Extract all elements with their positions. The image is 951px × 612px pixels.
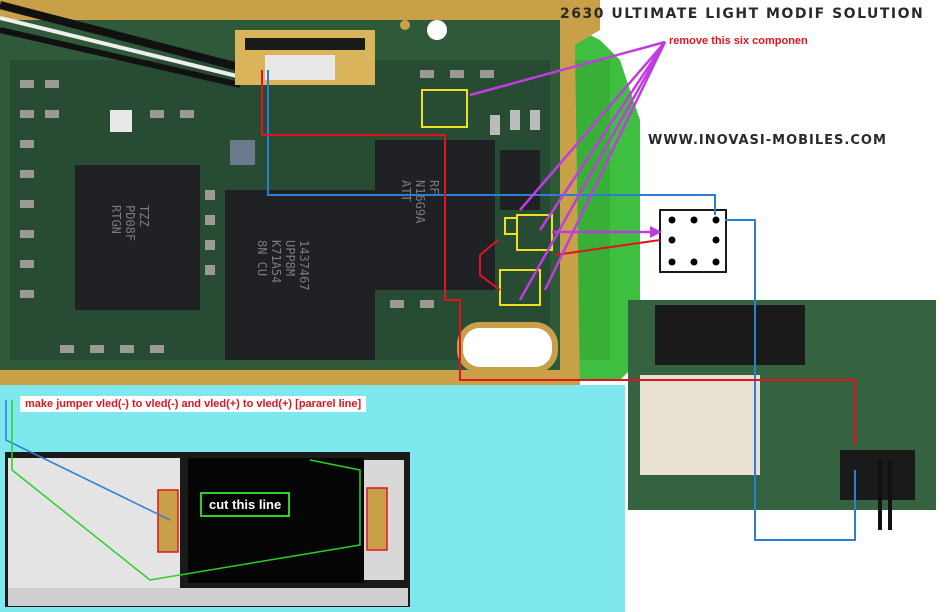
lcd-contact-left [157,489,179,553]
pcb-hole-2 [400,20,410,30]
cable-wire-white [0,16,246,80]
pcb-hole [427,20,447,40]
blue-wire-bottom [5,400,171,521]
highlight-box-bottom [499,269,541,306]
lcd-bottom-strip [8,588,408,606]
chip-middle [225,190,375,360]
red-wire-lower [479,239,501,291]
page-title: 2630 ULTIMATE LIGHT MODIF SOLUTION [560,6,925,22]
chip-right-marking-line: ATT [399,180,413,202]
zoom-pins [668,216,720,266]
lcd-contact-right [366,487,388,551]
website-label: WWW.INOVASI-MOBILES.COM [648,133,887,148]
blue-wire [267,70,716,215]
highlight-box-small [504,217,518,235]
jumper-instruction-note: make jumper vled(-) to vled(-) and vled(… [20,396,367,412]
smd-components [20,70,540,353]
chip-middle-marking-line: UPP8M [283,240,297,276]
cable-wire [0,1,252,74]
chip-small [500,150,540,210]
chip-right-marking-line: RF [427,180,441,194]
lcd-left-board [8,458,180,598]
cut-line-note: cut this line [200,492,291,517]
highlight-box-top [421,89,468,128]
cable-wire-2 [0,27,241,88]
right-board-connector [840,450,915,500]
purple-arrows [469,40,667,301]
remove-components-note: remove this six componen [669,35,808,47]
chip-right [375,140,495,290]
lcd-screen [188,458,364,583]
purple-arrowhead [650,226,662,238]
chip-left-marking-line: TZZ [137,205,151,227]
chip-middle-marking-line: 8N CU [255,240,269,276]
chip-left-marking-line: PD08F [123,205,137,241]
pcb-slot [457,322,558,373]
right-board-metal [640,375,760,475]
chip-middle-marking-line: K71A54 [269,240,283,283]
red-wire [261,70,856,445]
chip-right-marking-line: N16G9A [413,180,427,224]
green-wire-bottom [11,400,361,581]
blue-wire-right [725,219,856,541]
top-connector-slot [245,38,365,50]
right-board-sim [655,305,805,365]
top-connector-flex [265,55,335,80]
red-wire-to-zoom [554,239,661,256]
chip-left-marking-line: RTGN [109,205,123,234]
chip-middle-marking-line: 1437467 [297,240,311,291]
chip-left [75,165,200,310]
